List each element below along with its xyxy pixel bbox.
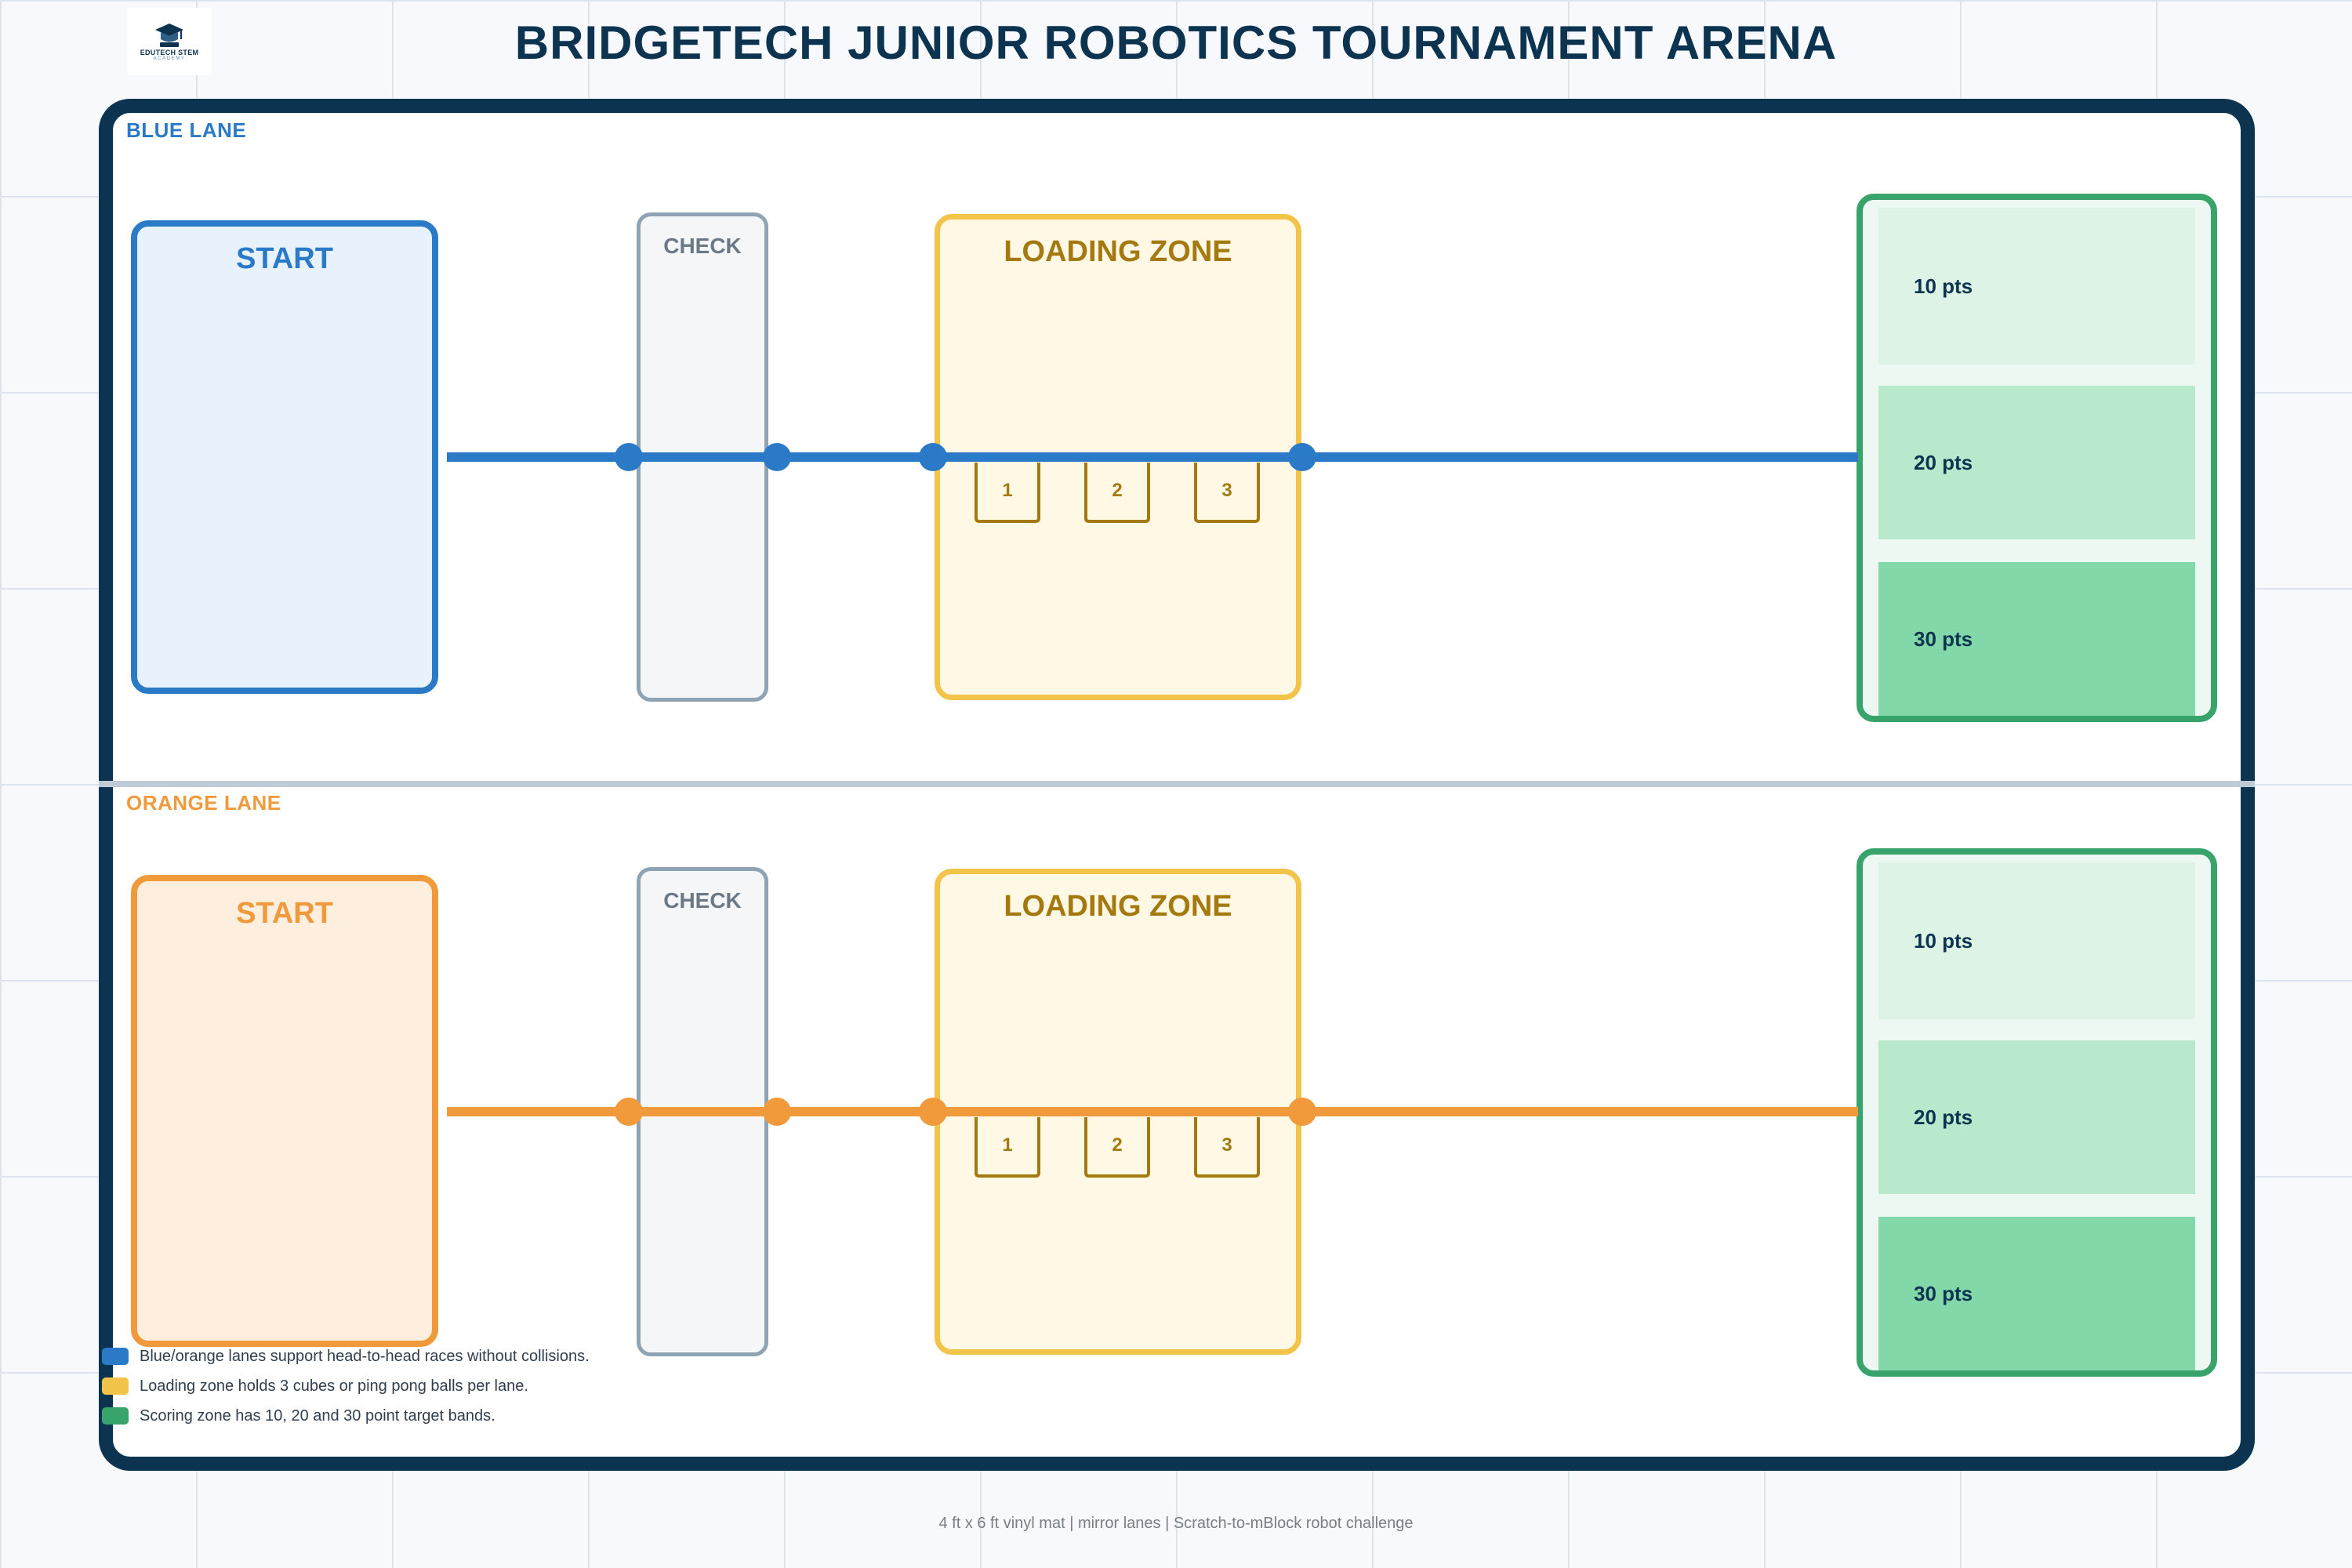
legend-swatch-blue [102, 1348, 129, 1365]
scoring-zone-blue: 10 pts 20 pts 30 pts [1857, 194, 2217, 722]
score-band-10-blue: 10 pts [1878, 208, 2195, 365]
lane-label-orange: ORANGE LANE [126, 791, 281, 815]
legend-text: Scoring zone has 10, 20 and 30 point tar… [140, 1406, 495, 1425]
check-label-blue: CHECK [663, 234, 742, 258]
checkpoint-orange: CHECK [637, 867, 768, 1356]
graduation-cap-icon [155, 24, 183, 47]
score-band-label: 10 pts [1914, 274, 1973, 298]
score-band-10-orange: 10 pts [1878, 862, 2195, 1019]
loading-label-orange: LOADING ZONE [1004, 890, 1232, 923]
start-label-blue: START [236, 242, 333, 275]
loading-zone-orange: LOADING ZONE [935, 869, 1301, 1355]
score-band-30-orange: 30 pts [1878, 1217, 2195, 1370]
score-band-20-orange: 20 pts [1878, 1040, 2195, 1194]
academy-logo: EDUTECH STEM ACADEMY [127, 8, 212, 75]
score-band-label: 20 pts [1914, 1105, 1973, 1129]
legend-swatch-yellow [102, 1377, 129, 1395]
loading-zone-blue: LOADING ZONE [935, 214, 1301, 700]
check-label-orange: CHECK [663, 888, 742, 913]
checkpoint-blue: CHECK [637, 212, 768, 702]
score-band-20-blue: 20 pts [1878, 386, 2195, 539]
score-band-label: 30 pts [1914, 1281, 1973, 1305]
logo-line-1: EDUTECH STEM [140, 49, 199, 56]
start-zone-blue: START [131, 220, 438, 694]
score-band-30-blue: 30 pts [1878, 562, 2195, 716]
score-band-label: 10 pts [1914, 928, 1973, 953]
legend-item: Loading zone holds 3 cubes or ping pong … [102, 1371, 590, 1401]
footer-caption: 4 ft x 6 ft vinyl mat | mirror lanes | S… [938, 1515, 1414, 1532]
logo-line-2: ACADEMY [153, 56, 186, 61]
legend-text: Blue/orange lanes support head-to-head r… [140, 1347, 590, 1365]
legend: Blue/orange lanes support head-to-head r… [102, 1341, 590, 1431]
start-zone-orange: START [131, 875, 438, 1347]
lane-divider [99, 781, 2255, 787]
lane-label-blue: BLUE LANE [126, 118, 247, 142]
start-label-orange: START [236, 897, 333, 930]
scoring-zone-orange: 10 pts 20 pts 30 pts [1857, 848, 2217, 1377]
page-title: BRIDGETECH JUNIOR ROBOTICS TOURNAMENT AR… [514, 16, 1838, 69]
legend-text: Loading zone holds 3 cubes or ping pong … [140, 1377, 528, 1395]
loading-label-blue: LOADING ZONE [1004, 235, 1232, 268]
legend-item: Scoring zone has 10, 20 and 30 point tar… [102, 1401, 590, 1431]
score-band-label: 20 pts [1914, 450, 1973, 474]
legend-item: Blue/orange lanes support head-to-head r… [102, 1341, 590, 1371]
score-band-label: 30 pts [1914, 626, 1973, 651]
legend-swatch-green [102, 1407, 129, 1425]
